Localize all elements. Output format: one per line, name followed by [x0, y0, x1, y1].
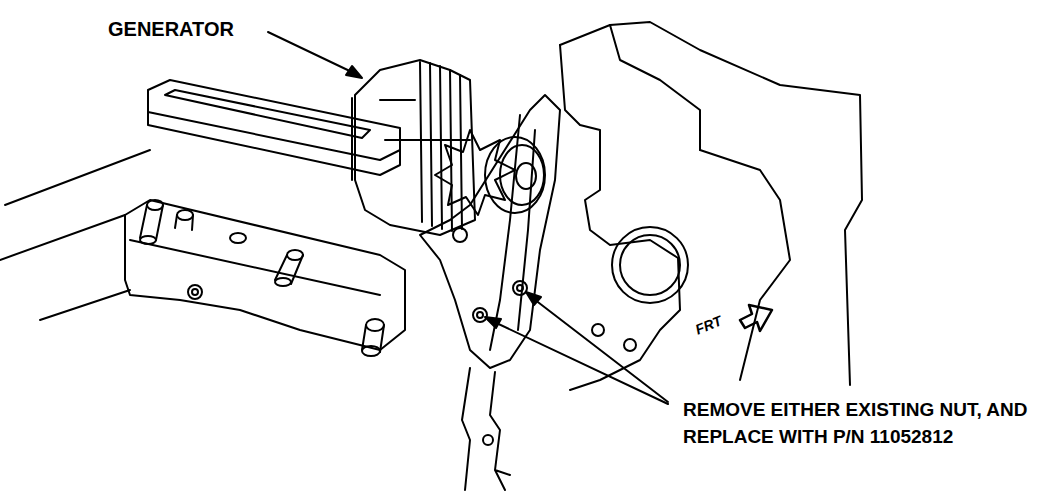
nut	[517, 285, 523, 291]
note-text: REMOVE EITHER EXISTING NUT, AND REPLACE …	[683, 396, 1048, 450]
part-label: GENERATOR	[108, 18, 234, 41]
manifold-studs	[140, 200, 384, 356]
cover-opening	[612, 227, 688, 303]
engine-line	[0, 215, 125, 260]
pulley-nut	[516, 163, 536, 189]
pulley	[500, 145, 544, 205]
front-arrow	[740, 305, 772, 331]
block-edge	[700, 150, 790, 380]
bracket-rib	[490, 115, 520, 350]
manifold-outline	[125, 200, 405, 350]
bolt	[624, 339, 636, 351]
engine-block	[560, 22, 862, 385]
manifold-line	[130, 240, 380, 295]
plenum-side	[148, 112, 400, 175]
block-edge	[610, 25, 700, 150]
pivot-bolt	[453, 228, 467, 242]
timing-cover	[560, 45, 680, 390]
pulley	[485, 137, 545, 213]
fitting	[483, 435, 493, 445]
engine-line	[40, 290, 130, 320]
generator-fins	[380, 62, 470, 231]
plenum-outline	[148, 80, 400, 160]
fan	[435, 130, 515, 215]
nut	[473, 308, 487, 322]
generator-body	[351, 98, 353, 180]
plenum-inner	[165, 90, 370, 138]
nut	[513, 281, 527, 295]
generator-body	[355, 60, 475, 235]
nut	[477, 312, 483, 318]
cover-opening	[620, 235, 680, 295]
bolt	[592, 324, 604, 336]
lower-pipe	[462, 368, 510, 490]
leader-line	[268, 32, 668, 404]
engine-line	[5, 150, 150, 205]
direction-label: FRT	[693, 312, 724, 337]
